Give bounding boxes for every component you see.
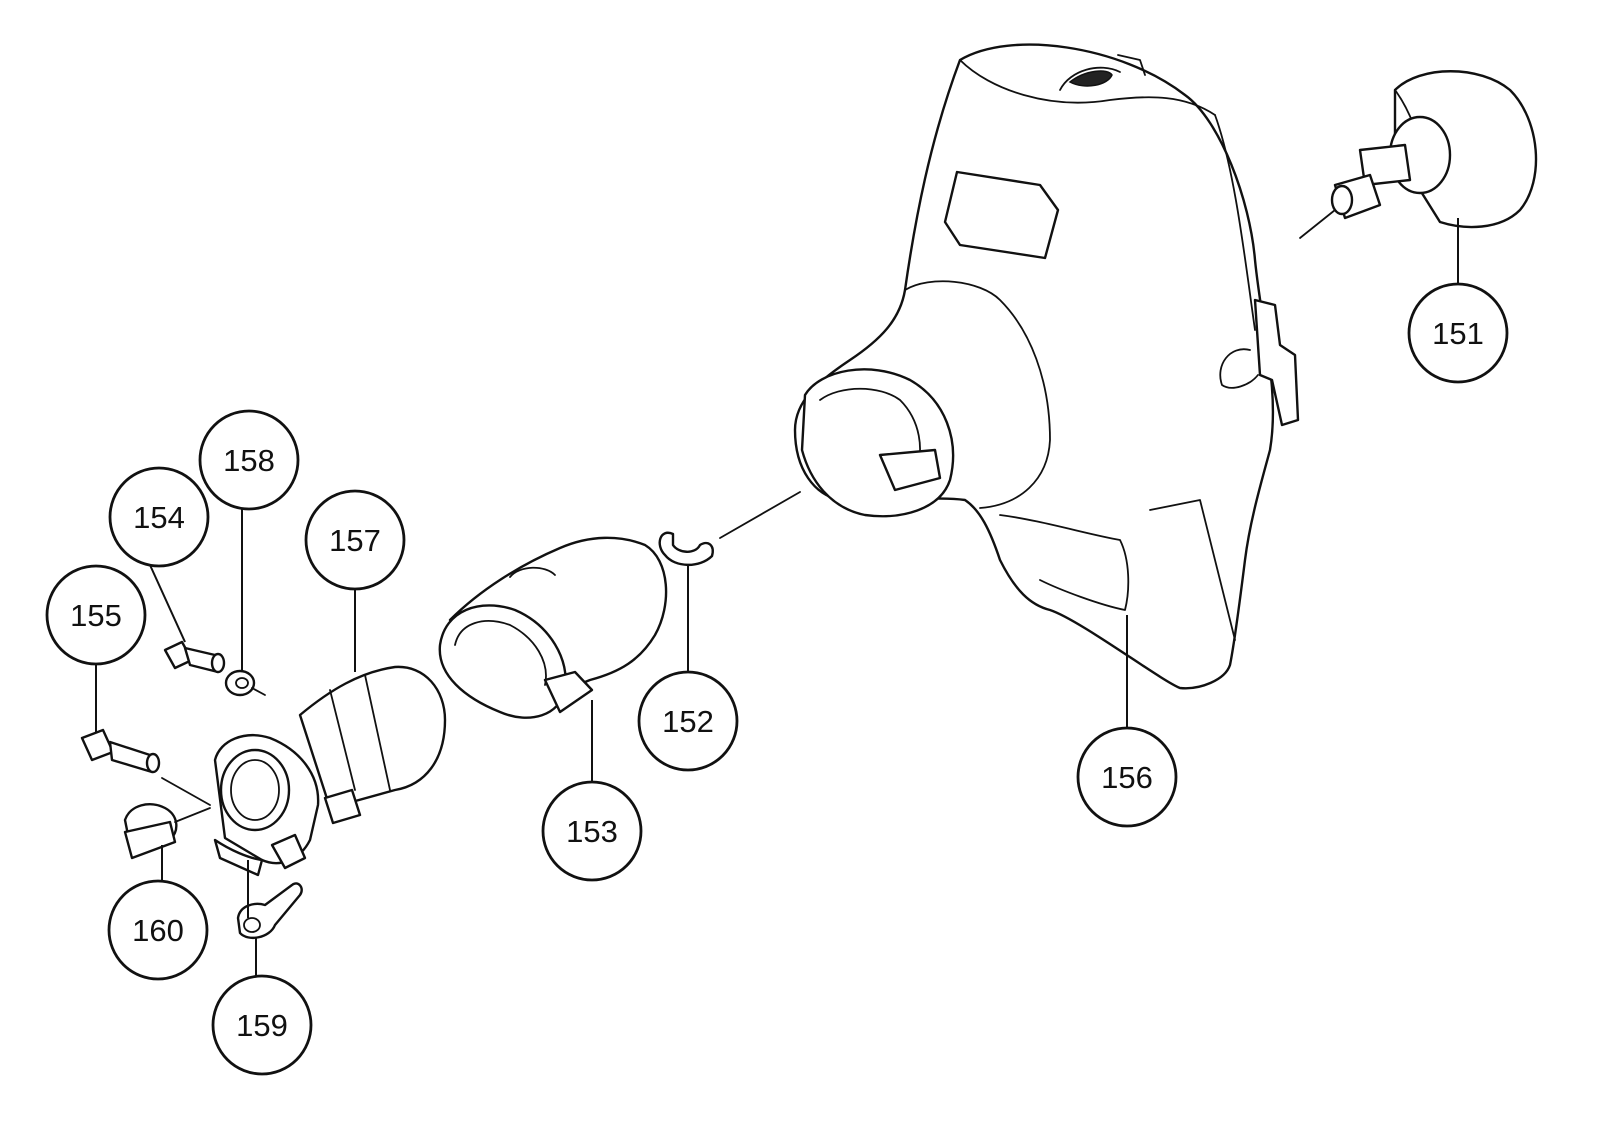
- callout-152-label: 152: [662, 704, 714, 739]
- callout-151: 151: [1407, 282, 1509, 384]
- callout-154-label: 154: [133, 500, 185, 535]
- callout-159-label: 159: [236, 1008, 288, 1043]
- callout-160: 160: [107, 879, 209, 981]
- callout-152: 152: [637, 670, 739, 772]
- part-152-clip: [658, 491, 801, 567]
- callout-158-label: 158: [223, 443, 275, 478]
- part-157-coupler: [213, 665, 447, 877]
- callout-153-label: 153: [566, 814, 618, 849]
- callout-157: 157: [304, 489, 406, 591]
- callout-154: 154: [108, 466, 210, 568]
- part-151-cap: [1299, 70, 1538, 239]
- part-159-lug: [236, 882, 303, 940]
- callout-157-label: 157: [329, 523, 381, 558]
- callout-156: 156: [1076, 726, 1178, 828]
- part-153-sleeve: [438, 536, 668, 719]
- part-155-bolt: [80, 728, 211, 806]
- part-154-screw: [163, 640, 226, 674]
- leader-lines: [95, 218, 1459, 977]
- callout-159: 159: [211, 974, 313, 1076]
- callout-153: 153: [541, 780, 643, 882]
- part-156-housing: [793, 43, 1300, 690]
- leader-154: [149, 564, 186, 643]
- callout-160-label: 160: [132, 913, 184, 948]
- part-158-washer: [224, 669, 266, 697]
- callout-155: 155: [45, 564, 147, 666]
- callout-155-label: 155: [70, 598, 122, 633]
- callout-158: 158: [198, 409, 300, 511]
- part-160-tab: [123, 803, 211, 860]
- callout-151-label: 151: [1432, 316, 1484, 351]
- callout-156-label: 156: [1101, 760, 1153, 795]
